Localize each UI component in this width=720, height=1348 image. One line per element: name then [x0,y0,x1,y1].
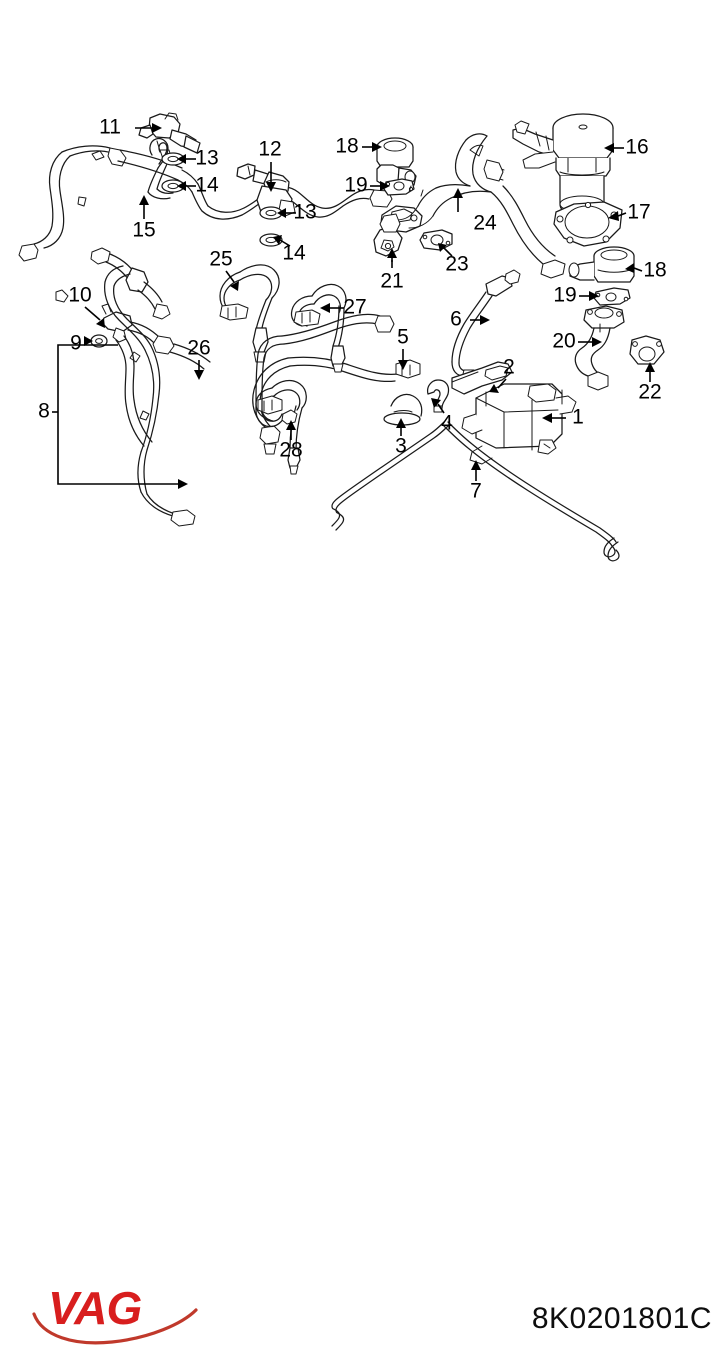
callout-4: 4 [441,412,453,435]
part-20-air-pipe [574,305,625,391]
callout-17: 17 [627,201,650,224]
callout-19-second: 19 [553,284,576,307]
part-17-pump-gasket [553,201,623,247]
callout-6: 6 [450,308,462,331]
part-23-gasket [419,229,453,251]
callout-9: 9 [70,332,82,355]
part-26-oxygen-sensor [252,356,421,455]
callout-18: 18 [335,135,358,158]
part-number: 8K0201801C [531,1302,712,1335]
callout-3: 3 [395,435,407,458]
part-14-o-ring-left [161,179,185,193]
diagram-artwork [18,112,665,562]
part-7-fuel-vent-pipe [331,421,620,562]
part-22-gasket [629,335,665,365]
callout-25: 25 [209,248,232,271]
part-27-oxygen-sensor [290,283,347,373]
part-24-air-hose [379,133,566,279]
part-19-gasket-upper [383,178,415,196]
parts-diagram: 1 2 3 4 5 6 7 8 9 10 11 12 13 14 15 16 1… [0,112,720,1345]
part-13-seal-ring-right [259,206,283,220]
callout-labels: 1 2 3 4 5 6 7 8 9 10 11 12 13 14 15 16 1… [38,116,667,503]
part-28-oxygen-sensor [255,379,307,475]
part-8-fuel-line-assembly [55,247,211,527]
callout-8: 8 [38,400,50,423]
part-2-canister-bracket [451,361,513,395]
callout-leaders [52,123,655,489]
part-5-vent-line [255,313,395,428]
part-13-seal-ring-left [161,152,185,166]
callout-5: 5 [397,326,409,349]
callout-14: 14 [195,174,219,197]
callout-23: 23 [445,253,468,276]
part-18-combi-valve-right [568,246,635,283]
callout-28: 28 [279,439,302,462]
callout-12: 12 [258,138,281,161]
callout-16: 16 [625,136,648,159]
callout-19: 19 [344,174,367,197]
part-11-combi-valve [138,112,201,160]
callout-21: 21 [380,270,403,293]
footer: VAG 8K0201801C [0,640,720,1345]
callout-20: 20 [552,330,575,353]
callout-10: 10 [68,284,91,307]
callout-27: 27 [343,296,366,319]
callout-15: 15 [132,219,155,242]
callout-26: 26 [187,337,210,360]
callout-24: 24 [473,212,497,235]
part-19-gasket-right [593,287,631,306]
callout-7: 7 [470,480,482,503]
part-6-purge-line [451,269,521,383]
callout-13: 13 [195,147,218,170]
callout-11: 11 [99,116,121,139]
vag-wordmark: VAG [48,1284,141,1334]
callout-22: 22 [638,381,661,404]
part-1-charcoal-canister [461,383,577,465]
vag-logo: VAG [32,1284,198,1345]
callout-2: 2 [503,356,515,379]
callout-18-second: 18 [643,259,666,282]
part-3-grommet [383,393,423,426]
callout-13-second: 13 [293,201,316,224]
callout-14-second: 14 [282,242,306,265]
callout-1: 1 [572,406,584,429]
